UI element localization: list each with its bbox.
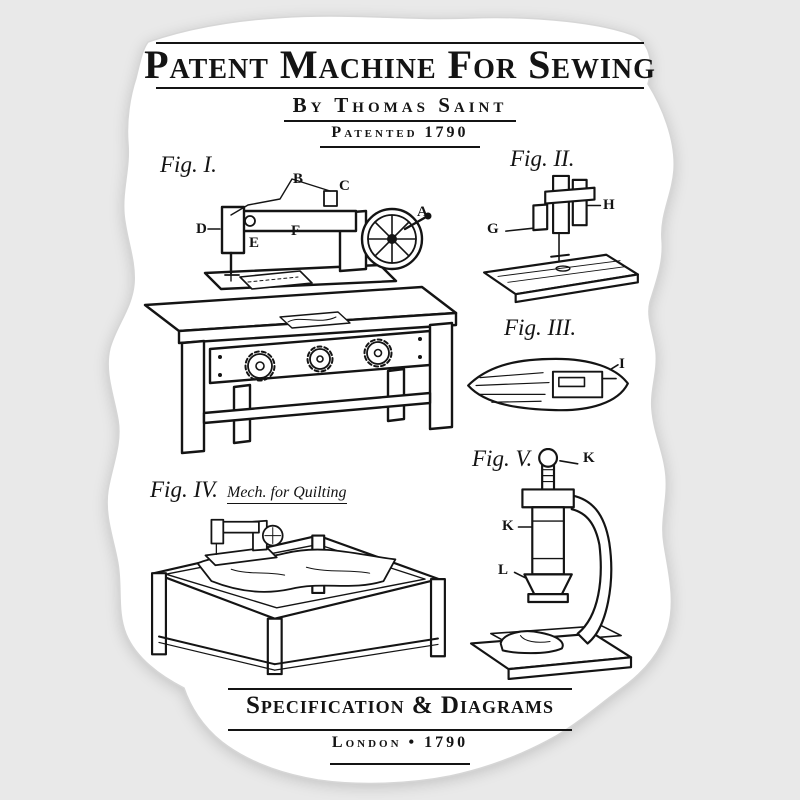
fig2-label: Fig. II. [510,146,575,171]
fig3-label: Fig. III. [504,315,577,340]
footer-location-rule [330,763,470,765]
title-rule-top [156,42,644,44]
title-rule-bottom [156,87,644,89]
fig2-part-label-G: G [487,221,499,237]
poster-title: Patent Machine For Sewing [144,42,656,87]
fig4-label: Fig. IV. [150,477,218,502]
fig2-part-label-H: H [603,197,615,213]
fig1-label: Fig. I. [160,152,217,177]
fig1-part-label-C: C [339,178,350,194]
fig5-label: Fig. V. [472,446,533,471]
footer-rule-top [228,688,572,690]
byline-rule [284,120,516,122]
fig5-part-label-L: L [498,562,509,578]
fig1-part-label-A: A [417,204,428,220]
fig4-quilting-frame-illustration [150,518,446,676]
fig1-part-label-F: F [291,223,301,239]
patent-date-rule [320,146,480,148]
footer-specification: Specification & Diagrams [246,692,554,719]
fig4-caption: Mech. for Quilting [227,484,347,504]
fig5-press-illustration [469,448,633,680]
fig3-shuttle-illustration [467,357,629,412]
fig1-part-label-E: E [249,235,260,251]
patent-date: Patented 1790 [331,124,469,141]
fig3-part-label-I: I [619,356,625,372]
byline: By Thomas Saint [292,93,508,117]
fig5-part-label-K-top: K [583,450,595,466]
fig1-part-label-D: D [196,221,207,237]
footer-rule-bottom [228,729,572,731]
fig1-sewing-machine-table-illustration [143,178,458,455]
fig2-needle-mechanism-illustration [483,174,639,304]
fig5-part-label-K-side: K [502,518,514,534]
fig1-part-label-B: B [293,171,304,187]
footer-location: London • 1790 [331,734,469,751]
